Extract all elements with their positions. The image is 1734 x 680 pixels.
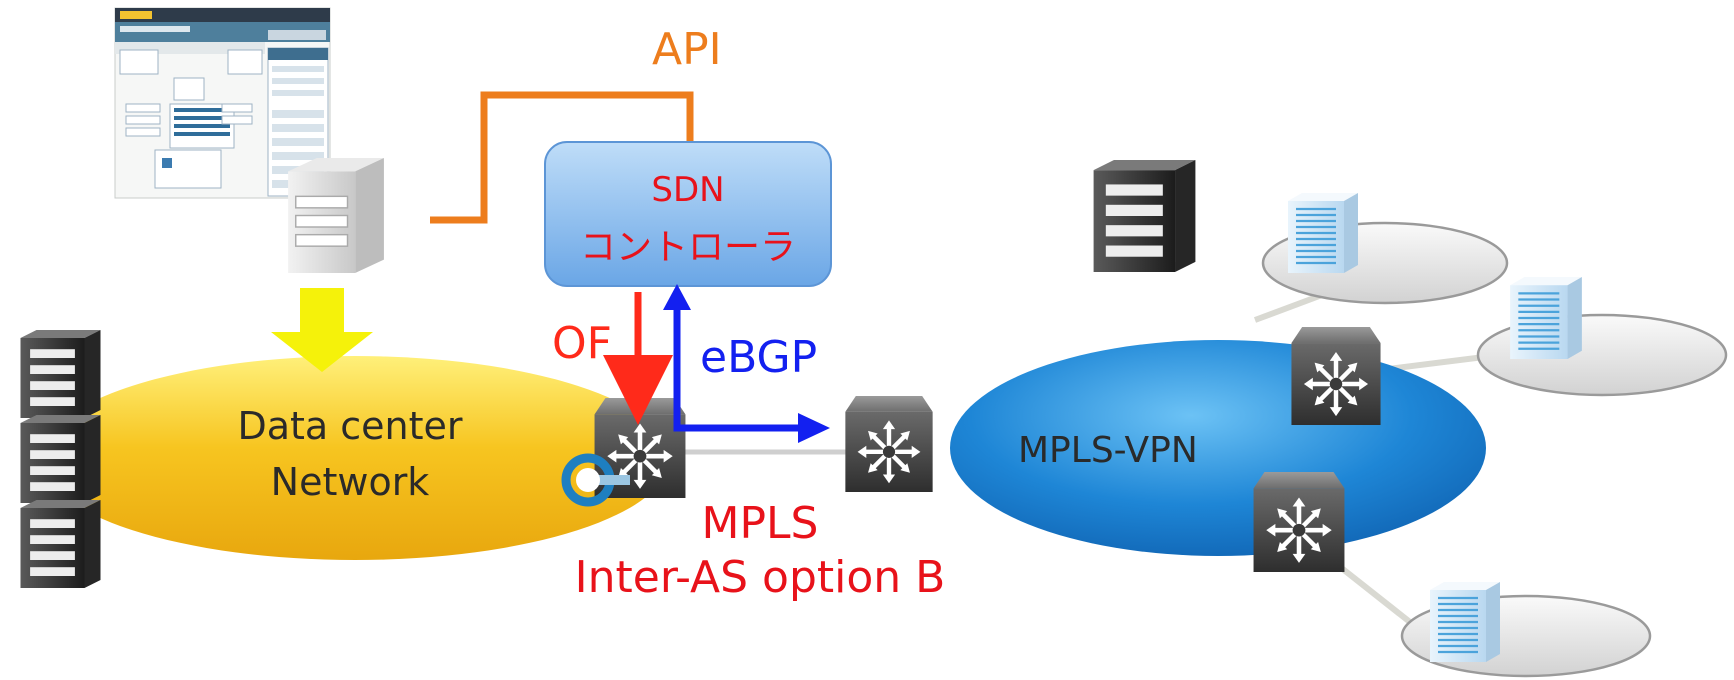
yellow-down-arrow bbox=[271, 288, 373, 372]
web-portal-screenshot-icon bbox=[114, 7, 331, 199]
data-center-label-line1: Data center bbox=[237, 404, 463, 448]
server-icon bbox=[1288, 193, 1358, 273]
server-tower-icon bbox=[287, 158, 385, 273]
sdn-controller-label-line2: コントローラ bbox=[579, 227, 796, 268]
of-label: OF bbox=[552, 318, 612, 369]
openflow-badge-icon bbox=[561, 453, 630, 507]
dc-server-stack bbox=[20, 330, 101, 588]
server-rack-icon bbox=[20, 330, 101, 418]
sdn-controller-label-line1: SDN bbox=[651, 170, 725, 210]
router-icon bbox=[845, 396, 932, 492]
api-line bbox=[430, 91, 694, 224]
ebgp-arrow bbox=[663, 284, 830, 443]
sdn-controller-box bbox=[544, 141, 832, 287]
mpls-label-line1: MPLS bbox=[701, 498, 819, 549]
server-icon bbox=[1510, 277, 1582, 359]
ebgp-label: eBGP bbox=[700, 332, 818, 383]
server-rack-icon bbox=[1093, 160, 1196, 272]
server-icon bbox=[1430, 582, 1500, 662]
data-center-network bbox=[40, 356, 670, 560]
router-icon bbox=[1291, 327, 1380, 425]
mpls-label-line2: Inter-AS option B bbox=[574, 552, 946, 603]
server-rack-icon bbox=[20, 415, 101, 503]
router-icon bbox=[1254, 472, 1345, 572]
mpls-vpn-label: MPLS-VPN bbox=[1018, 430, 1198, 471]
server-rack-icon bbox=[20, 500, 101, 588]
api-label: API bbox=[652, 24, 722, 75]
data-center-label-line2: Network bbox=[270, 460, 430, 504]
